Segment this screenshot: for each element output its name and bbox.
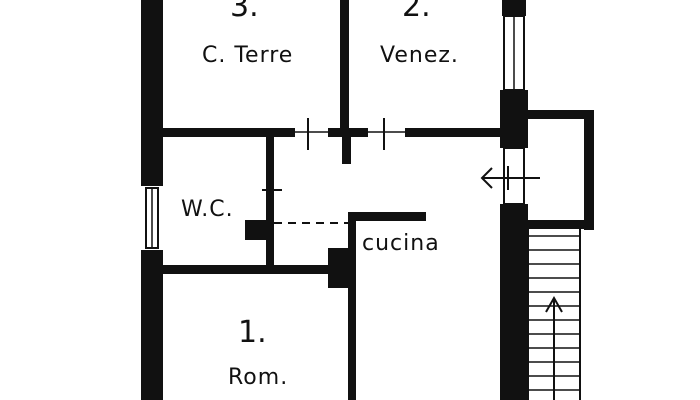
right-wall-top [502,0,526,16]
right-wall-mid [500,90,528,148]
room-1-name: Rom. [228,365,288,390]
room-wc-name: W.C. [181,197,234,222]
room-2-number: 2. [402,0,431,24]
room-3-number: 3. [230,0,259,24]
entrance-arrow-icon [480,166,540,190]
room-2-name: Venez. [380,43,459,68]
vestibule-right-wall [584,110,594,230]
room-3-name: C. Terre [202,43,293,68]
left-outer-wall-bottom [141,250,163,400]
partition-3-2 [340,0,349,132]
corridor-wall-right [405,128,502,137]
vestibule-top-wall [526,110,594,119]
wc-pillar [245,220,267,240]
room-kitchen-name: cucina [362,231,440,256]
partition-stub [342,132,351,164]
stair-arrow-icon [545,295,563,400]
kitchen-pillar [328,248,348,288]
right-wall-lower [500,204,528,400]
room-1-number: 1. [238,315,267,350]
kitchen-left-wall [348,212,356,400]
vestibule-bottom-wall [526,220,594,229]
corridor-wall-left [163,128,295,137]
staircase [527,229,581,400]
kitchen-top-wall [348,212,426,221]
wc-bottom-wall [163,265,331,274]
corridor-wall-mid [328,128,368,137]
left-outer-wall-top [141,0,163,186]
